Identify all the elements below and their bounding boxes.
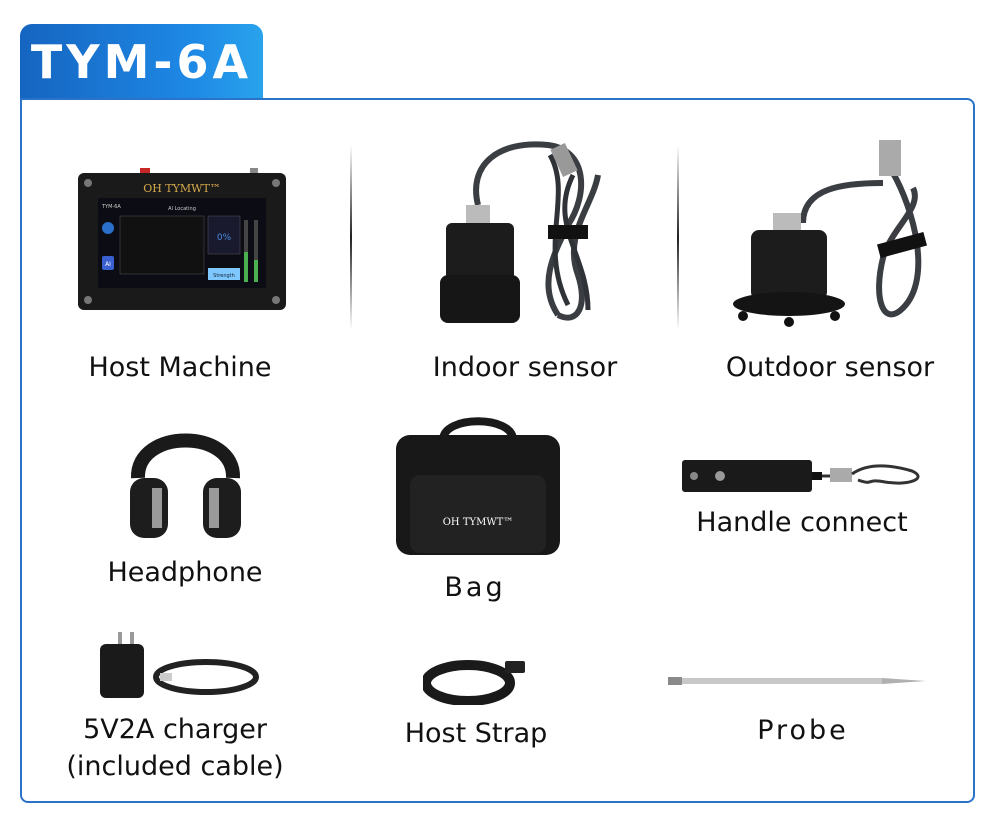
contents-frame [20,98,975,803]
label-bag: Bag [444,572,506,603]
label-handle-connect: Handle connect [696,507,908,538]
svg-text:TYM-6A: TYM-6A [101,204,121,210]
label-indoor-sensor: Indoor sensor [432,352,618,383]
strap-image [423,655,528,705]
headphone-image [128,408,243,538]
bag-image: OH TYMWT™ [388,415,568,555]
svg-text:0%: 0% [217,233,232,243]
svg-text:AI: AI [105,261,111,268]
host-machine-image: OH TYMWT™ TYM-6A AI Locating AI 0% Stren… [78,168,286,310]
divider-right [677,145,679,330]
label-charger-line2: (included cable) [66,751,284,782]
product-title: TYM-6A [30,35,253,89]
label-headphone: Headphone [107,557,263,588]
indoor-sensor-image [438,135,610,330]
label-charger-line1: 5V2A charger [83,714,267,745]
charger-image [98,630,263,700]
svg-text:Strength: Strength [213,273,235,279]
label-probe: Probe [757,715,849,746]
title-tab: TYM-6A [20,24,263,100]
outdoor-sensor-image [733,128,933,330]
bag-brand: OH TYMWT™ [443,517,514,528]
divider-left [350,145,352,330]
handle-connect-image [680,456,930,496]
label-host-strap: Host Strap [404,718,548,749]
probe-image [668,674,930,688]
label-host-machine: Host Machine [88,352,272,383]
svg-text:AI Locating: AI Locating [168,206,196,212]
device-brand: OH TYMWT™ [143,182,221,195]
label-outdoor-sensor: Outdoor sensor [725,352,935,383]
